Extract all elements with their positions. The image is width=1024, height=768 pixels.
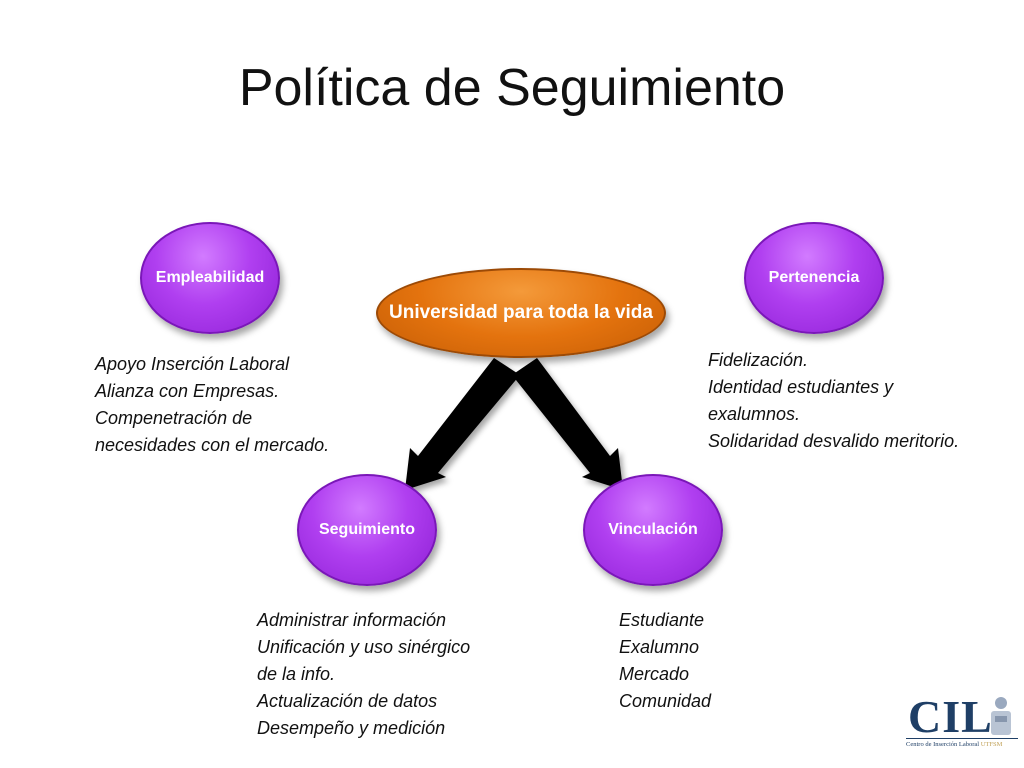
desc-line: Exalumno	[619, 637, 700, 657]
desc-line: Compenetración de	[95, 408, 253, 428]
cil-logo: CIL Centro de Inserción Laboral UTFSM	[904, 691, 1020, 754]
desc-line: Alianza con Empresas.	[95, 381, 280, 401]
desc-line: Administrar información	[257, 610, 447, 630]
slide-title: Política de Seguimiento	[238, 59, 786, 117]
node-empleabilidad: Empleabilidad	[140, 222, 280, 334]
desc-vinculacion: Estudiante Exalumno Mercado Comunidad	[619, 607, 711, 715]
desc-line: Apoyo Inserción Laboral	[95, 354, 290, 374]
desc-line: necesidades con el mercado.	[95, 435, 330, 455]
node-pertenencia: Pertenencia	[744, 222, 884, 334]
arrow-to-vinculacion	[512, 358, 623, 490]
logo-subtitle-accent: UTFSM	[980, 741, 1003, 748]
desc-line: Identidad estudiantes y	[708, 377, 894, 397]
logo-subtitle: Centro de Inserción Laboral UTFSM	[906, 741, 1002, 748]
desc-line: Mercado	[619, 664, 690, 684]
node-vinculacion: Vinculación	[583, 474, 723, 586]
logo-text: CIL	[908, 691, 993, 742]
desc-line: Solidaridad desvalido meritorio.	[708, 431, 960, 451]
desc-line: de la info.	[257, 664, 336, 684]
desc-line: Fidelización.	[708, 350, 809, 370]
desc-line: Desempeño y medición	[257, 718, 446, 738]
puzzle-person-icon	[991, 697, 1011, 735]
arrow-to-seguimiento	[405, 358, 520, 490]
node-seguimiento: Seguimiento	[297, 474, 437, 586]
desc-seguimiento: Administrar información Unificación y us…	[257, 607, 470, 742]
desc-line: Comunidad	[619, 691, 712, 711]
logo-subtitle-main: Centro de Inserción Laboral	[906, 741, 980, 748]
desc-line: Estudiante	[619, 610, 705, 630]
logo-divider	[906, 738, 1018, 739]
desc-empleabilidad: Apoyo Inserción Laboral Alianza con Empr…	[95, 351, 329, 459]
desc-line: Actualización de datos	[257, 691, 438, 711]
desc-line: exalumnos.	[708, 404, 801, 424]
node-center: Universidad para toda la vida	[376, 268, 666, 358]
desc-pertenencia: Fidelización. Identidad estudiantes y ex…	[708, 347, 959, 455]
desc-line: Unificación y uso sinérgico	[257, 637, 471, 657]
